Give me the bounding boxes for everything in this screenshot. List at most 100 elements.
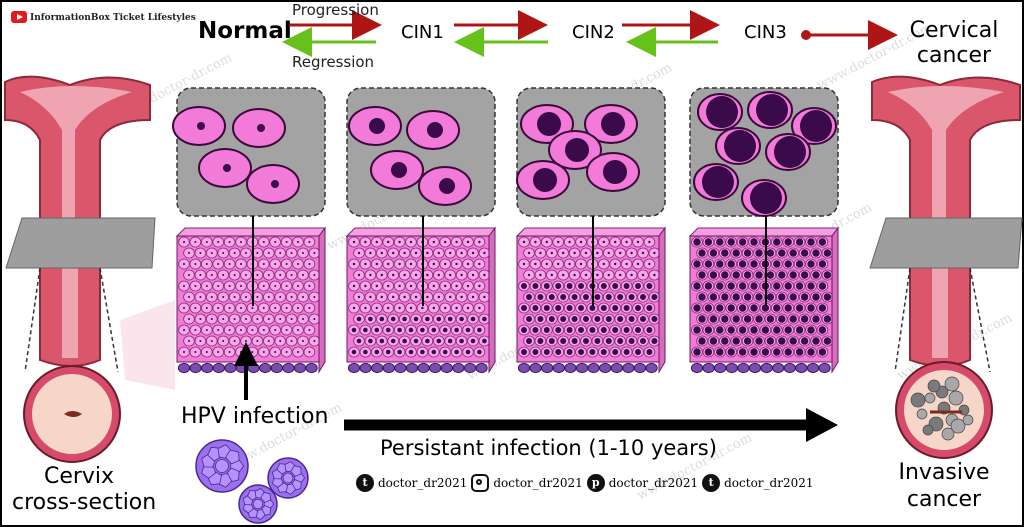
cell-nucleus [774,136,806,168]
tissue-nucleus [285,241,288,243]
tissue-nucleus [732,271,740,279]
tissue-nucleus [210,274,213,276]
tissue-nucleus [704,326,713,334]
tissue-nucleus [279,252,282,254]
tissue-nucleus [628,294,635,300]
tissue-nucleus [807,304,815,312]
tissue-nucleus [205,351,208,353]
tissue-nucleus [297,241,299,243]
tissue-nucleus [704,260,713,268]
tissue-nucleus [205,241,208,243]
instagram-handle[interactable]: doctor_dr2021 [493,476,583,490]
tissue-nucleus [460,273,463,277]
basal-cell [270,362,283,374]
tissue-nucleus [465,349,471,355]
tissue-nucleus [795,304,804,312]
tissue-nucleus [750,304,758,312]
tissue-nucleus [721,271,729,279]
regression-label: Regression [292,53,375,71]
tissue-nucleus [233,274,236,276]
tissue-nucleus [459,316,464,322]
twitter-handle[interactable]: doctor_dr2021 [378,476,468,490]
tissue-nucleus [210,318,213,320]
tissue-nucleus [256,340,259,342]
basal-cell [394,362,407,374]
tissue-nucleus [602,240,605,244]
instagram-icon[interactable] [471,474,490,492]
basal-cell [212,362,225,374]
tissue-nucleus [640,294,646,300]
tissue-nucleus [704,348,713,356]
basal-cell [529,362,542,374]
pinterest-icon[interactable]: p [586,474,605,492]
tissue-nucleus [442,349,448,355]
tissue-nucleus [625,240,628,244]
tissue-nucleus [455,306,458,310]
tissue-nucleus [778,337,786,345]
twitter-icon[interactable]: t [356,474,374,492]
cell-nucleus [533,168,557,192]
basal-cell [610,362,623,374]
tissue-nucleus [562,273,565,277]
tumblr-icon[interactable]: t [702,474,721,492]
tissue-nucleus [617,294,624,300]
tissue-nucleus [297,329,299,331]
tissue-nucleus [374,349,380,355]
tissue-nucleus [414,295,418,299]
tissue-nucleus [693,282,701,290]
basal-cell [201,362,214,374]
cell-nucleus [800,110,832,142]
tissue-nucleus [773,260,781,268]
tissue-nucleus [302,274,304,276]
tissue-nucleus [368,316,373,322]
tissue-nucleus [557,262,560,266]
pinterest-handle[interactable]: doctor_dr2021 [608,476,699,490]
cell-nucleus [756,94,788,126]
cervix-label-line2: cross-section [12,490,157,515]
tissue-nucleus [352,262,356,266]
tissue-nucleus [543,327,550,333]
tissue-nucleus [455,284,458,288]
progression-label: Progression [292,1,379,19]
tissue-nucleus [766,293,775,301]
tissue-top-face [688,227,839,237]
tissue-nucleus [449,295,452,299]
tissue-nucleus [217,285,220,287]
tissue-nucleus [800,315,809,323]
tissue-nucleus [612,327,619,333]
tissue-nucleus [807,238,815,246]
tissue-nucleus [823,293,832,301]
tissue-nucleus [600,283,607,289]
tumor-cell [927,379,941,393]
tissue-nucleus [548,338,555,344]
basal-cell [440,362,453,374]
tissue-nucleus [750,282,758,290]
tumblr-handle[interactable]: doctor_dr2021 [724,476,814,490]
tissue-nucleus [436,316,442,322]
tissue-nucleus [773,238,781,246]
tissue-nucleus [478,262,481,266]
tissue-nucleus [526,294,532,300]
tissue-nucleus [823,271,832,279]
tissue-nucleus [256,274,259,276]
tumor-cell [950,418,966,434]
tissue-nucleus [308,263,311,265]
tissue-nucleus [199,318,202,320]
tissue-nucleus [432,262,435,266]
tissue-nucleus [421,306,424,310]
tissue-nucleus [222,296,225,298]
tissue-nucleus [455,262,458,266]
tissue-nucleus [302,318,304,320]
tissue-nucleus [704,282,713,290]
tissue-nucleus [251,329,254,331]
tissue-nucleus [188,274,190,276]
tissue-nucleus [449,273,452,277]
tissue-nucleus [651,316,658,322]
tissue-nucleus [653,251,656,255]
tissue-nucleus [392,273,395,277]
tissue-nucleus [550,273,553,277]
tissue-nucleus [543,283,550,289]
tissue-nucleus [721,315,729,323]
tissue-nucleus [617,316,624,322]
tissue-nucleus [228,351,231,353]
